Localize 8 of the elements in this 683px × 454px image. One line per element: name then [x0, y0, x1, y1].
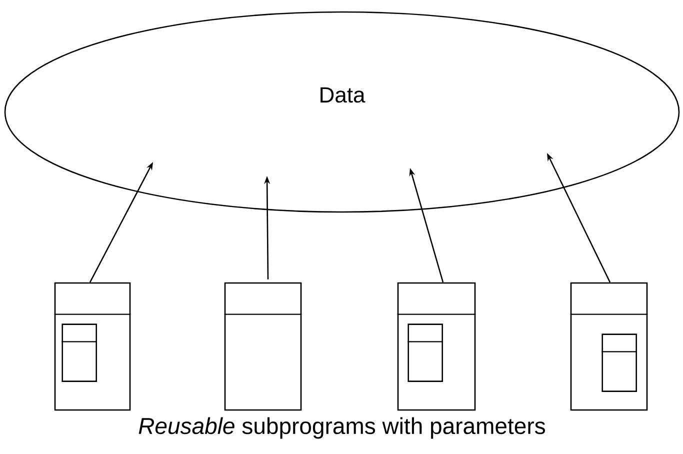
- parameter-box: [62, 324, 97, 382]
- subprogram-box: [224, 282, 302, 411]
- caption: Reusable subprograms with parameters: [138, 417, 545, 439]
- parameter-box: [602, 334, 637, 392]
- subprogram-box: [570, 282, 648, 411]
- parameter-box: [408, 324, 443, 382]
- subprogram-box: [54, 282, 131, 411]
- subprogram-box: [397, 282, 476, 411]
